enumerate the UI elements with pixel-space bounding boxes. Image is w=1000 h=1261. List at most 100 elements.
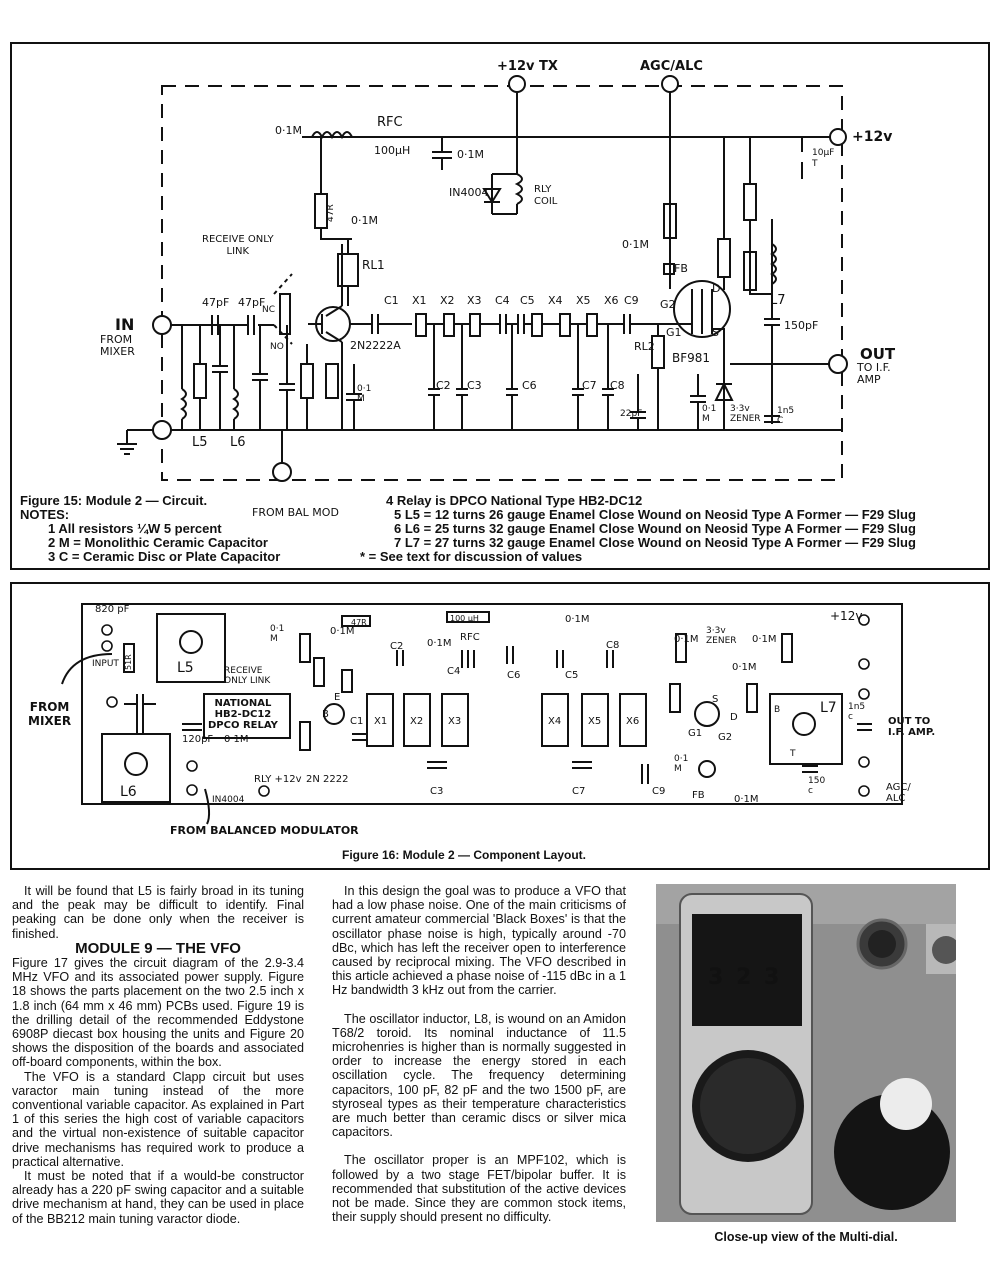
l16-c9: C9 <box>652 786 665 797</box>
label-diode: IN4004 <box>449 186 488 199</box>
l16-l5: L5 <box>177 660 194 676</box>
l16-g2: G2 <box>718 732 732 743</box>
label-out: OUT <box>860 345 896 363</box>
l16-x2: X2 <box>410 716 423 727</box>
l16-c8: C8 <box>606 640 619 651</box>
label-c01m-e: 0·1M <box>622 238 649 251</box>
l16-s: S <box>712 694 718 705</box>
l16-b7: B <box>774 705 780 715</box>
l16-x6: X6 <box>626 716 639 727</box>
label-x6: X6 <box>604 294 619 307</box>
label-c47a: 47pF <box>202 296 229 309</box>
l16-rly12: RLY +12v <box>254 774 302 785</box>
label-plus12v: +12v <box>852 129 892 145</box>
label-c150p: 150pF <box>784 319 818 332</box>
l16-g1: G1 <box>688 728 702 739</box>
l16-plus12: +12v <box>830 609 862 623</box>
l16-c01m-e: 0·1M <box>674 634 699 645</box>
l16-from-bal: FROM BALANCED MODULATOR <box>170 824 359 837</box>
fig15-note-1: 1 All resistors ¼W 5 percent <box>48 521 222 536</box>
module-9-heading: MODULE 9 — THE VFO <box>75 939 241 957</box>
l16-x5: X5 <box>588 716 601 727</box>
l16-e: E <box>334 692 340 703</box>
l16-l6: L6 <box>120 784 137 800</box>
label-c01m-rfc: 0·1M <box>457 148 484 161</box>
label-r47: 47R <box>326 204 336 222</box>
l16-r100uh: 100 µH <box>450 614 479 623</box>
label-x2: X2 <box>440 294 455 307</box>
photo-caption: Close-up view of the Multi-dial. <box>714 1230 898 1244</box>
label-l6: L6 <box>230 435 246 450</box>
component-layout: 820 pF INPUT 51R L5 L6 47R 100 µH RFC 0·… <box>61 603 903 825</box>
l16-c1n5: 1n5 c <box>848 702 866 722</box>
fig15-note-2: 2 M = Monolithic Ceramic Capacitor <box>48 535 268 550</box>
label-l7: L7 <box>770 293 786 308</box>
l16-r47: 47R <box>351 618 367 627</box>
dial-digit-2: 2 <box>736 965 751 990</box>
l16-x1: X1 <box>374 716 387 727</box>
label-c1: C1 <box>384 294 399 307</box>
l16-b: B <box>322 709 329 720</box>
col1-para-3: The VFO is a standard Clapp circuit but … <box>12 1069 304 1169</box>
multi-dial-illustration: 3 2 3 <box>656 884 956 1222</box>
label-d: D <box>712 282 720 295</box>
label-nc: NC <box>262 305 275 315</box>
label-g2: G2 <box>660 298 676 311</box>
label-from-bal-mod: FROM BAL MOD <box>252 506 339 519</box>
label-s: S <box>712 326 719 339</box>
dial-digit-1: 3 <box>708 965 723 990</box>
l16-c01m-f: 0·1M <box>732 662 757 673</box>
l16-c01m-b: 0·1M <box>427 638 452 649</box>
label-c01m-b: 0·1M <box>351 214 378 227</box>
l16-c1: C1 <box>350 716 363 727</box>
l16-c150: 150 c <box>808 776 826 796</box>
label-c9: C9 <box>624 294 639 307</box>
l16-receive-only-link: RECEIVE ONLY LINK <box>224 666 271 686</box>
l16-c01m-h: 0·1 M <box>674 754 689 774</box>
l16-x4: X4 <box>548 716 561 727</box>
l16-c820: 820 pF <box>95 604 130 615</box>
l16-out-to-if: OUT TO I.F. AMP. <box>888 716 936 738</box>
label-rfc: RFC <box>377 115 403 130</box>
label-x1: X1 <box>412 294 427 307</box>
l16-c2: C2 <box>390 641 403 652</box>
multi-dial-photo: 3 2 3 <box>656 884 956 1222</box>
col1-para-4: It must be noted that if a would-be cons… <box>12 1169 304 1226</box>
l16-c5: C5 <box>565 670 578 681</box>
l16-rfc: RFC <box>460 632 480 643</box>
label-rly-coil: RLY COIL <box>534 184 558 207</box>
label-c01m-d: 0·1 M <box>357 384 372 404</box>
col1-para-1: It will be found that L5 is fairly broad… <box>12 884 304 941</box>
label-c01m-top: 0·1M <box>275 124 302 137</box>
fig15-title: Figure 15: Module 2 — Circuit. <box>20 493 208 508</box>
label-c5: C5 <box>520 294 535 307</box>
label-from-mixer: FROM MIXER <box>100 333 135 358</box>
label-x3: X3 <box>467 294 482 307</box>
label-c4: C4 <box>495 294 510 307</box>
l16-t7: T <box>789 749 796 759</box>
l16-x3: X3 <box>448 716 461 727</box>
label-c8: C8 <box>610 379 625 392</box>
l16-agc: AGC/ ALC <box>886 782 911 804</box>
fig15-note-5: 5 L5 = 12 turns 26 gauge Enamel Close Wo… <box>394 507 916 522</box>
label-c6: C6 <box>522 379 537 392</box>
article-column-1: It will be found that L5 is fairly broad… <box>12 884 304 1226</box>
label-to-if-amp: TO I.F. AMP <box>857 361 891 386</box>
fig15-note-7: 7 L7 = 27 turns 32 gauge Enamel Close Wo… <box>394 535 916 550</box>
label-l5: L5 <box>192 435 208 450</box>
label-q2: BF981 <box>672 351 710 365</box>
l16-c3: C3 <box>430 786 443 797</box>
label-c1n5: 1n5 C <box>777 406 795 426</box>
label-receive-only-link: RECEIVE ONLY LINK <box>202 234 274 257</box>
label-12v-tx: +12v TX <box>497 59 558 74</box>
l16-c01m-d: 0·1M <box>224 734 249 745</box>
l16-c01m-g: 0·1M <box>752 634 777 645</box>
label-zener: 3·3v ZENER <box>730 404 761 424</box>
circuit-schematic: +12v TX AGC/ALC +12v IN OUT IN 0·1M RFC … <box>115 59 896 482</box>
col2-para-3: The oscillator proper is an MPF102, whic… <box>332 1153 626 1225</box>
article-column-2: In this design the goal was to produce a… <box>332 884 626 1224</box>
l16-c120: 120pF <box>182 734 213 745</box>
l16-c01m-c: 0·1M <box>330 626 355 637</box>
label-g1: G1 <box>666 326 682 339</box>
l16-input: INPUT <box>92 659 119 669</box>
